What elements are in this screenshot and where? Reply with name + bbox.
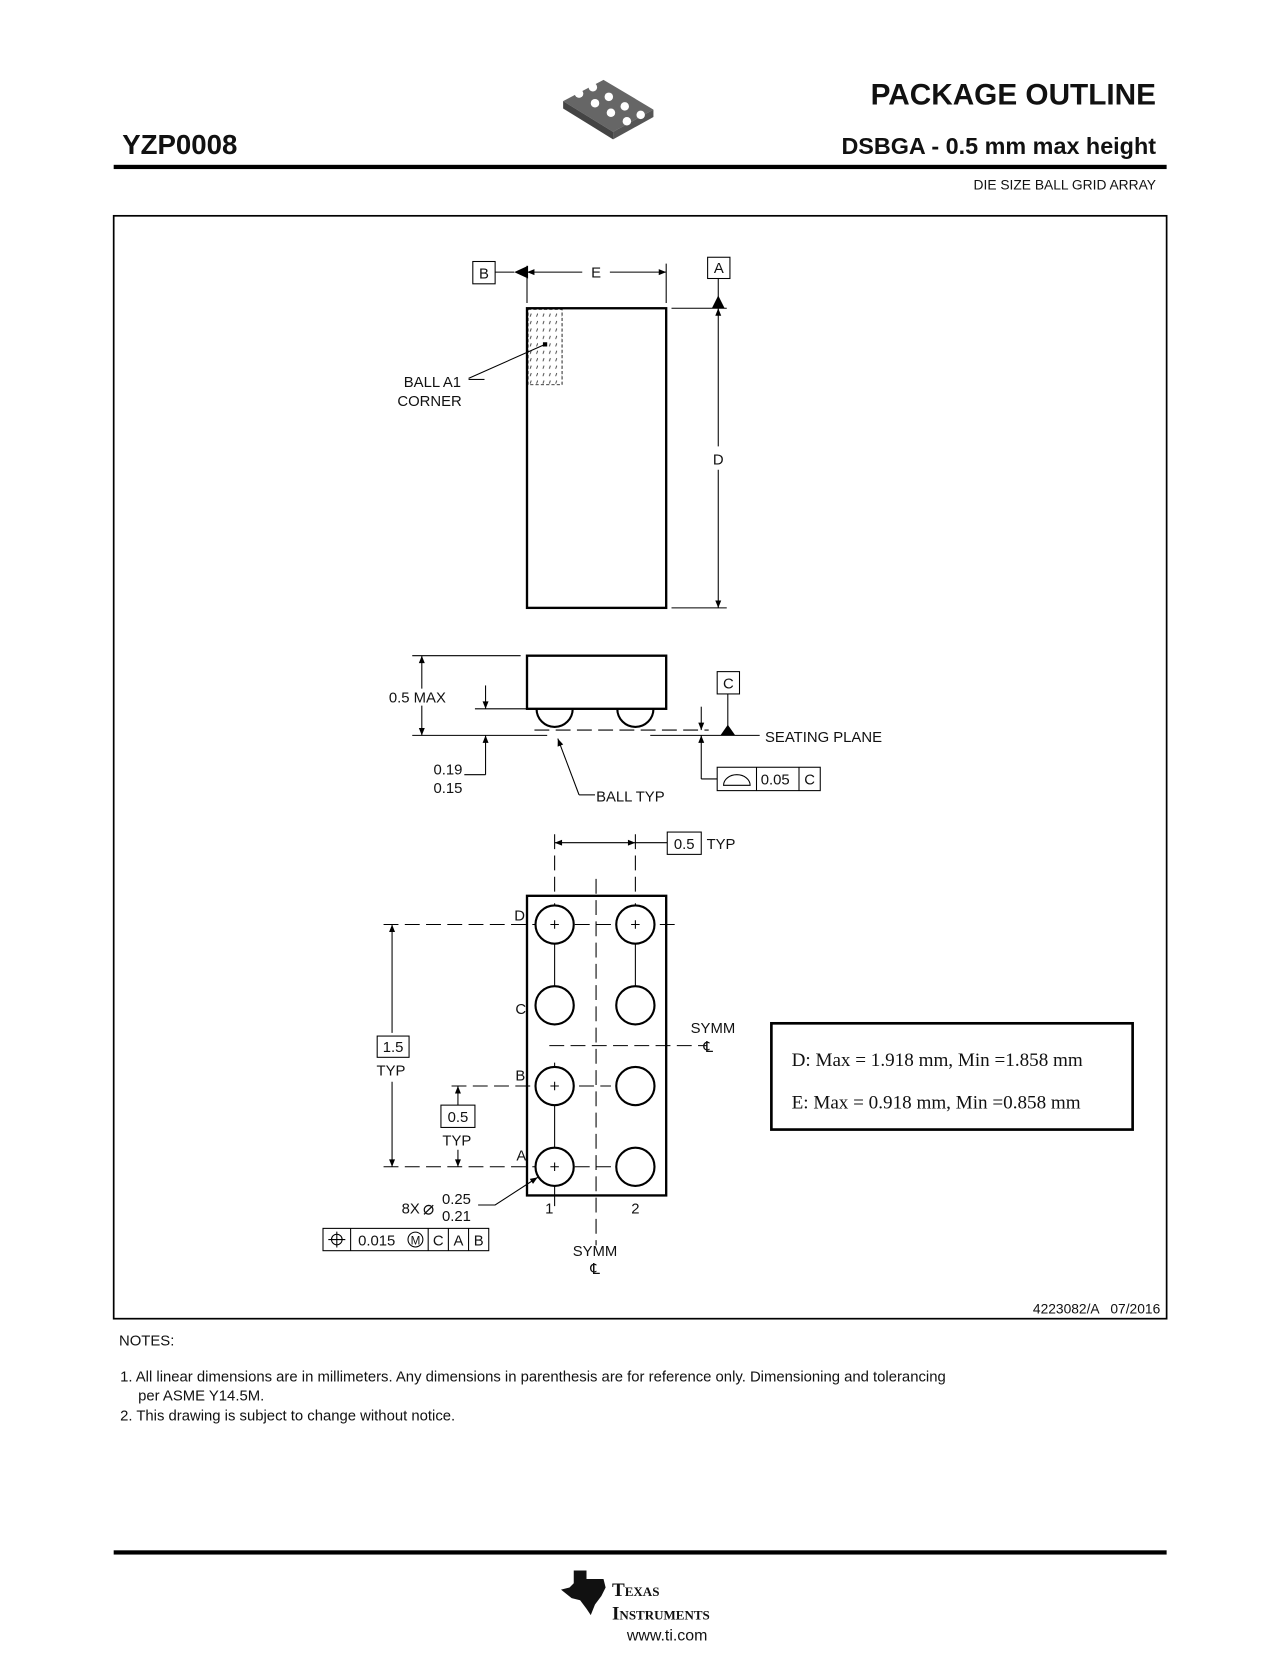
brand-line-1: Texas — [612, 1580, 659, 1601]
datum-ref-c: C — [433, 1233, 444, 1249]
standoff-max: 0.19 — [434, 763, 463, 779]
brand-line-2: Instruments — [612, 1603, 710, 1624]
centerline-vertical-icon: ℄ — [589, 1262, 600, 1278]
top-view: BALL A1 CORNER E B A D — [397, 256, 731, 610]
pitch-y-value: 0.5 — [448, 1110, 469, 1126]
pitch-x-suffix: TYP — [707, 837, 736, 853]
ti-logo: Texas Instruments www.ti.com — [561, 1570, 710, 1645]
column-label-2: 2 — [631, 1202, 639, 1218]
datum-a-label: A — [714, 261, 724, 277]
ball-diameter-max: 0.25 — [442, 1192, 471, 1208]
row-label-a: A — [516, 1148, 526, 1164]
profile-of-surface-icon — [723, 774, 751, 786]
flatness-control-frame: 0.05 C — [716, 766, 821, 792]
texas-state-icon — [561, 1570, 606, 1616]
page-title: PACKAGE OUTLINE — [871, 78, 1156, 111]
span-y-value: 1.5 — [383, 1040, 404, 1056]
row-label-c: C — [515, 1002, 526, 1018]
flatness-value: 0.05 — [761, 772, 790, 788]
drawing-number: 4223082/A 07/2016 — [1033, 1300, 1161, 1316]
standoff-min: 0.15 — [434, 781, 463, 797]
dimension-e-row: E: Max = 0.918 mm, Min =0.858 mm — [792, 1092, 1081, 1113]
position-tolerance-value: 0.015 — [358, 1233, 395, 1249]
ball-typ-label: BALL TYP — [596, 789, 665, 805]
symm-horizontal-label: SYMM — [691, 1021, 736, 1037]
row-label-d: D — [514, 908, 525, 924]
position-icon — [328, 1231, 346, 1248]
ball-a1-label: BALL A1 — [404, 375, 461, 391]
header-rule — [113, 164, 1167, 170]
notes-heading: NOTES: — [119, 1333, 174, 1349]
diameter-symbol: ⌀ — [423, 1199, 435, 1220]
seating-plane-label: SEATING PLANE — [765, 730, 882, 746]
centerline-horizontal-icon: ℄ — [702, 1040, 713, 1056]
row-label-b: B — [515, 1069, 525, 1085]
ball-count: 8X — [402, 1202, 420, 1218]
dimension-d-row: D: Max = 1.918 mm, Min =1.858 mm — [792, 1050, 1083, 1071]
mmc-modifier: M — [411, 1234, 421, 1247]
package-code: YZP0008 — [122, 129, 237, 160]
drawing-frame — [112, 214, 1168, 1320]
datum-ref-b: B — [474, 1233, 484, 1249]
side-view: 0.5 MAX 0.19 0.15 BALL TYP C SEATING PLA… — [388, 654, 882, 805]
footer-rule — [113, 1550, 1167, 1555]
bottom-view: 0.5 TYP D C B A 1 2 SYMM ℄ SYMM ℄ 1.5 TY… — [322, 831, 736, 1278]
website-url[interactable]: www.ti.com — [626, 1628, 708, 1645]
column-label-1: 1 — [545, 1202, 553, 1218]
span-y-suffix: TYP — [377, 1063, 406, 1079]
ball-grid — [534, 904, 656, 1187]
note-2: 2. This drawing is subject to change wit… — [120, 1409, 455, 1425]
datum-ref-a: A — [454, 1233, 464, 1249]
pitch-y-suffix: TYP — [442, 1134, 471, 1150]
dimension-table: D: Max = 1.918 mm, Min =1.858 mm E: Max … — [770, 1021, 1134, 1131]
height-max-label: 0.5 MAX — [389, 690, 446, 706]
datum-b-label: B — [479, 267, 489, 283]
flatness-datum: C — [804, 772, 815, 788]
pitch-x-value: 0.5 — [674, 837, 695, 853]
symm-vertical-label: SYMM — [573, 1244, 618, 1260]
package-3d-icon — [563, 79, 654, 140]
dim-e-label: E — [591, 265, 601, 281]
note-1: 1. All linear dimensions are in millimet… — [120, 1369, 946, 1385]
dim-d-label: D — [713, 452, 724, 468]
ball-diameter-min: 0.21 — [442, 1209, 471, 1225]
package-description: DIE SIZE BALL GRID ARRAY — [974, 176, 1156, 192]
position-control-frame: 0.015 M C A B — [322, 1227, 490, 1252]
note-1-continued: per ASME Y14.5M. — [138, 1389, 264, 1405]
package-subtitle: DSBGA - 0.5 mm max height — [841, 133, 1156, 159]
ball-a1-corner-label: CORNER — [397, 394, 462, 410]
datum-c-label: C — [723, 677, 734, 693]
